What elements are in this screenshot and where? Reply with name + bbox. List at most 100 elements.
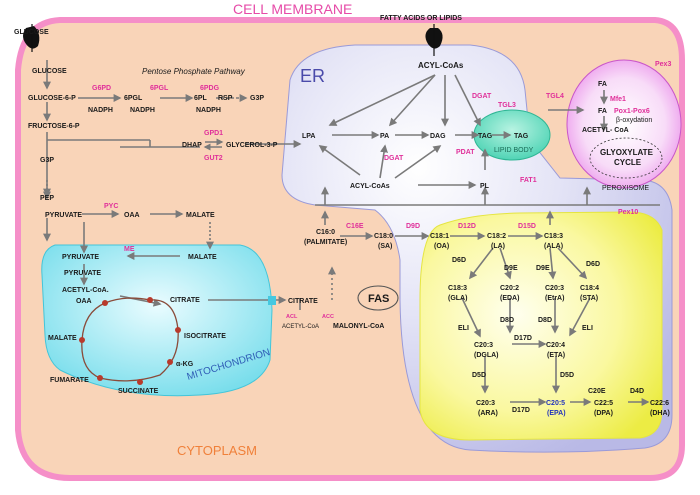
tag-label: TAG (478, 133, 493, 140)
mito-succinate-label: SUCCINATE (118, 388, 159, 395)
c18-2-label: C18:2 (487, 233, 506, 240)
c18-0-label: C18:0 (374, 233, 393, 240)
d8d-right-enzyme: D8D (538, 317, 552, 324)
6pgl-enzyme: 6PGL (150, 85, 169, 92)
pox-enzyme: Pox1-Pox6 (614, 108, 650, 115)
malate-2-label: MALATE (188, 254, 217, 261)
perox-acetylcoa-label: ACETYL- CoA (582, 127, 629, 134)
oa-label: (OA) (434, 243, 449, 250)
g3p-label: G3P (40, 157, 54, 164)
gla-label: (GLA) (448, 295, 467, 302)
dgat-top-enzyme: DGAT (472, 93, 492, 100)
tca-cycle-nodes (79, 297, 181, 385)
malate-label: MALATE (186, 212, 215, 219)
sta-label: (STA) (580, 295, 598, 302)
fat1-enzyme: FAT1 (520, 177, 537, 184)
glucose-transporter-icon (23, 26, 40, 49)
d9e-left-enzyme: D9E (504, 265, 518, 272)
d5d-right-enzyme: D5D (560, 372, 574, 379)
tgl4-enzyme: TGL4 (546, 93, 564, 100)
mito-isocitrate-label: ISOCITRATE (184, 333, 226, 340)
d17d-1-enzyme: D17D (514, 335, 532, 342)
epa-label: (EPA) (547, 410, 566, 417)
glucose-6-p-label: GLUCOSE-6-P (28, 95, 76, 102)
d17d-2-enzyme: D17D (512, 407, 530, 414)
mito-malate-label: MALATE (48, 335, 77, 342)
c20-3-ara-label: C20:3 (476, 400, 495, 407)
peroxisome (566, 59, 682, 189)
eli-left-enzyme: ELI (458, 325, 469, 332)
rsp-label: RSP (218, 95, 233, 102)
dha-label: (DHA) (650, 410, 670, 417)
6pdg-enzyme: 6PDG (200, 85, 220, 92)
d12d-enzyme: D12D (458, 223, 476, 230)
malonylcoa-label: MALONYL-CoA (333, 323, 384, 330)
dpa-label: (DPA) (594, 410, 613, 417)
lpa-label: LPA (302, 133, 315, 140)
fas-complex (357, 285, 399, 311)
g6pd-enzyme: G6PD (92, 85, 111, 92)
dgla-label: (DGLA) (474, 352, 499, 359)
fatty-acids-input-label: FATTY ACIDS OR LIPIDS (380, 15, 462, 22)
d6d-right-enzyme: D6D (586, 261, 600, 268)
ara-label: (ARA) (478, 410, 498, 417)
c20-3-etra-label: C20:3 (545, 285, 564, 292)
c18-3-ala-label: C18:3 (544, 233, 563, 240)
dhap-label: DHAP (182, 142, 202, 149)
pex10-enzyme: Pex10 (618, 209, 638, 216)
d8d-left-enzyme: D8D (500, 317, 514, 324)
c18-3-gla-label: C18:3 (448, 285, 467, 292)
nadph-3-label: NADPH (196, 107, 221, 114)
glycerol-3-p-label: GLYCEROL-3-P (226, 142, 278, 149)
dag-label: DAG (430, 133, 446, 140)
eli-right-enzyme: ELI (582, 325, 593, 332)
mito-fumarate-label: FUMARATE (50, 377, 89, 384)
cytoplasm-label: CYTOPLASM (177, 443, 257, 458)
cyto-citrate-label: CITRATE (288, 298, 318, 305)
dhap-exchange-arrows (203, 138, 224, 151)
acyl-coas-mid-label: ACYL-CoAs (350, 183, 390, 190)
oaa-label: OAA (124, 212, 140, 219)
mito-acetylcoa-label: ACETYL-CoA. (62, 287, 109, 294)
glucose-input-label: GLUCOSE (14, 29, 49, 36)
gpd1-enzyme: GPD1 (204, 130, 223, 137)
d9e-right-enzyme: D9E (536, 265, 550, 272)
eta-label: (ETA) (547, 352, 565, 359)
6pl-label: 6PL (194, 95, 208, 102)
c22-6-label: C22:6 (650, 400, 669, 407)
desaturase-region (419, 211, 663, 441)
eda-label: (EDA) (500, 295, 519, 302)
gut2-enzyme: GUT2 (204, 155, 223, 162)
er-label: ER (300, 66, 325, 86)
acl-enzyme: ACL (286, 314, 298, 320)
pex3-enzyme: Pex3 (655, 61, 671, 68)
pathway-arrows (43, 60, 660, 406)
c20e-enzyme: C20E (588, 388, 606, 395)
perox-fa2-label: FA (598, 108, 607, 115)
nadph-1-label: NADPH (88, 107, 113, 114)
fructose-6-p-label: FRUCTOSE-6-P (28, 123, 80, 130)
mito-akg-label: α-KG (176, 361, 194, 368)
mitochondrion (41, 244, 273, 397)
ppp-g3p-label: G3P (250, 95, 264, 102)
etra-label: (EtrA) (545, 295, 564, 302)
c20-3-dgla-label: C20:3 (474, 342, 493, 349)
d5d-left-enzyme: D5D (472, 372, 486, 379)
ppp-title: Pentose Phosphate Pathway (142, 67, 246, 76)
acc-enzyme: ACC (322, 314, 334, 320)
c20-4-label: C20:4 (546, 342, 565, 349)
la-label: (LA) (491, 243, 505, 250)
citrate-transporter-icon (268, 296, 276, 305)
c16e-enzyme: C16E (346, 223, 364, 230)
d6d-left-enzyme: D6D (452, 257, 466, 264)
peroxisome-label: PEROXISOME (602, 185, 649, 192)
6pgl-label: 6PGL (124, 95, 143, 102)
mfe1-enzyme: Mfe1 (610, 96, 626, 103)
c20-5-label: C20:5 (546, 400, 565, 407)
acyl-coas-top-label: ACYL-CoAs (418, 61, 464, 70)
mito-oaa-label: OAA (76, 298, 92, 305)
pa-label: PA (380, 133, 389, 140)
glyoxylate-cycle-ring (589, 137, 663, 179)
